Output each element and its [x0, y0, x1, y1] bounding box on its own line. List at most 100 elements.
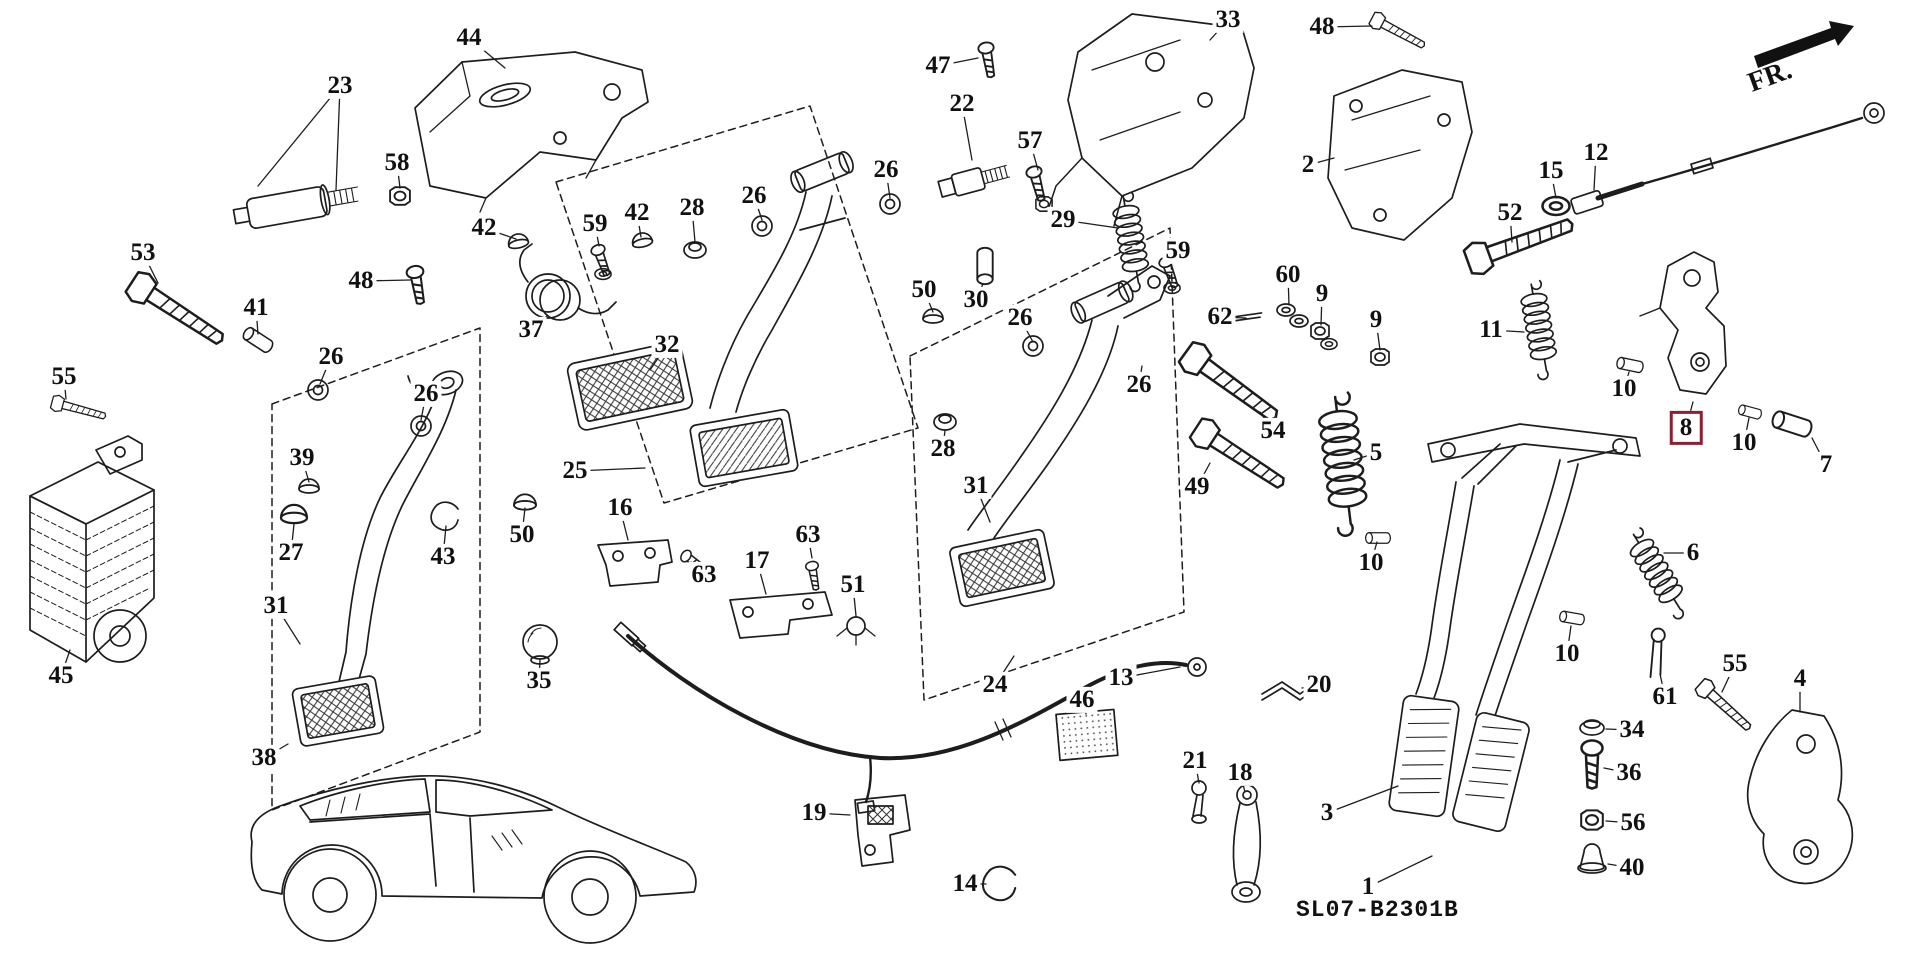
part-label-36[interactable]: 36	[1613, 759, 1645, 787]
part-label-2[interactable]: 2	[1298, 151, 1318, 179]
part-label-7[interactable]: 7	[1816, 451, 1836, 479]
part-label-20[interactable]: 20	[1303, 671, 1335, 699]
part-label-22[interactable]: 22	[946, 90, 978, 118]
part-label-10[interactable]: 10	[1551, 640, 1583, 668]
part-label-29[interactable]: 29	[1047, 206, 1079, 234]
nut-58	[389, 186, 411, 206]
cotter-pin-61	[1649, 627, 1666, 678]
part-label-46[interactable]: 46	[1066, 686, 1098, 714]
part-label-58[interactable]: 58	[381, 149, 413, 177]
part-label-49[interactable]: 49	[1181, 473, 1213, 501]
part-label-13[interactable]: 13	[1105, 664, 1137, 692]
part-label-14[interactable]: 14	[949, 870, 981, 898]
part-label-3[interactable]: 3	[1317, 799, 1337, 827]
clutch-switch-23	[232, 184, 359, 229]
part-label-15[interactable]: 15	[1535, 157, 1567, 185]
part-label-32[interactable]: 32	[651, 331, 683, 359]
part-label-55[interactable]: 55	[1719, 650, 1751, 678]
part-label-53[interactable]: 53	[127, 239, 159, 267]
part-label-8-highlighted[interactable]: 8	[1669, 410, 1703, 446]
part-label-55[interactable]: 55	[48, 363, 80, 391]
part-label-51[interactable]: 51	[837, 571, 869, 599]
part-label-17[interactable]: 17	[741, 547, 773, 575]
part-label-26[interactable]: 26	[1123, 371, 1155, 399]
part-label-31[interactable]: 31	[960, 472, 992, 500]
cable-end-18	[1231, 784, 1262, 903]
part-label-52[interactable]: 52	[1494, 199, 1526, 227]
car-silhouette	[250, 774, 697, 944]
cable-clamp-51	[836, 616, 876, 646]
part-label-25[interactable]: 25	[559, 457, 591, 485]
part-label-19[interactable]: 19	[798, 799, 830, 827]
part-label-59[interactable]: 59	[1162, 237, 1194, 265]
part-label-31[interactable]: 31	[260, 592, 292, 620]
part-label-54[interactable]: 54	[1257, 417, 1289, 445]
part-label-26[interactable]: 26	[870, 156, 902, 184]
part-label-57[interactable]: 57	[1014, 127, 1046, 155]
part-label-10[interactable]: 10	[1355, 549, 1387, 577]
part-label-34[interactable]: 34	[1616, 716, 1648, 744]
part-label-50[interactable]: 50	[506, 521, 538, 549]
part-label-39[interactable]: 39	[286, 444, 318, 472]
dashed-box-clutch-pedal	[271, 327, 481, 811]
fr-direction-arrow: FR.	[1744, 21, 1854, 99]
part-label-6[interactable]: 6	[1683, 539, 1703, 567]
part-label-23[interactable]: 23	[324, 72, 356, 100]
screw-47	[976, 40, 1000, 80]
nut-9	[1310, 322, 1330, 340]
part-label-28[interactable]: 28	[676, 194, 708, 222]
part-label-48[interactable]: 48	[1306, 13, 1338, 41]
part-label-26[interactable]: 26	[410, 380, 442, 408]
part-label-33[interactable]: 33	[1212, 6, 1244, 34]
part-label-42[interactable]: 42	[621, 199, 653, 227]
part-label-24[interactable]: 24	[979, 671, 1011, 699]
part-label-27[interactable]: 27	[275, 539, 307, 567]
part-label-61[interactable]: 61	[1649, 683, 1681, 711]
part-label-30[interactable]: 30	[960, 286, 992, 314]
bracket-4	[1746, 709, 1854, 885]
part-label-4[interactable]: 4	[1790, 665, 1810, 693]
return-spring-29	[1109, 191, 1154, 294]
part-label-26[interactable]: 26	[315, 343, 347, 371]
part-label-63[interactable]: 63	[792, 521, 824, 549]
part-label-26[interactable]: 26	[738, 182, 770, 210]
part-label-59[interactable]: 59	[579, 210, 611, 238]
part-label-40[interactable]: 40	[1616, 854, 1648, 882]
accelerator-assembly	[1388, 423, 1641, 833]
part-label-12[interactable]: 12	[1580, 139, 1612, 167]
bolt-55	[49, 393, 109, 425]
part-label-21[interactable]: 21	[1179, 747, 1211, 775]
pedal-pad-cap-27	[279, 503, 309, 525]
clamp-43	[430, 501, 459, 532]
part-label-35[interactable]: 35	[523, 667, 555, 695]
part-label-60[interactable]: 60	[1272, 261, 1304, 289]
part-label-62[interactable]: 62	[1204, 303, 1236, 331]
part-label-43[interactable]: 43	[427, 543, 459, 571]
part-label-16[interactable]: 16	[604, 494, 636, 522]
part-label-56[interactable]: 56	[1617, 809, 1649, 837]
part-label-44[interactable]: 44	[453, 24, 485, 52]
part-label-45[interactable]: 45	[45, 662, 77, 690]
bolt-28	[683, 241, 707, 259]
part-label-10[interactable]: 10	[1608, 375, 1640, 403]
part-label-1[interactable]: 1	[1358, 873, 1378, 901]
part-label-26[interactable]: 26	[1004, 304, 1036, 332]
part-label-47[interactable]: 47	[922, 52, 954, 80]
part-label-9[interactable]: 9	[1312, 280, 1332, 308]
part-label-37[interactable]: 37	[515, 316, 547, 344]
part-label-48[interactable]: 48	[345, 267, 377, 295]
part-label-11[interactable]: 11	[1476, 316, 1506, 344]
part-label-18[interactable]: 18	[1224, 759, 1256, 787]
part-label-10[interactable]: 10	[1728, 429, 1760, 457]
part-label-28[interactable]: 28	[927, 435, 959, 463]
part-label-9[interactable]: 9	[1366, 306, 1386, 334]
part-label-41[interactable]: 41	[240, 294, 272, 322]
cable-bracket-19	[854, 794, 911, 867]
part-label-50[interactable]: 50	[908, 276, 940, 304]
part-label-5[interactable]: 5	[1366, 439, 1386, 467]
cable-bracket-17	[729, 591, 833, 639]
diagram-code: SL07-B2301B	[1296, 897, 1459, 923]
part-label-42[interactable]: 42	[468, 214, 500, 242]
part-label-63[interactable]: 63	[688, 561, 720, 589]
part-label-38[interactable]: 38	[248, 744, 280, 772]
